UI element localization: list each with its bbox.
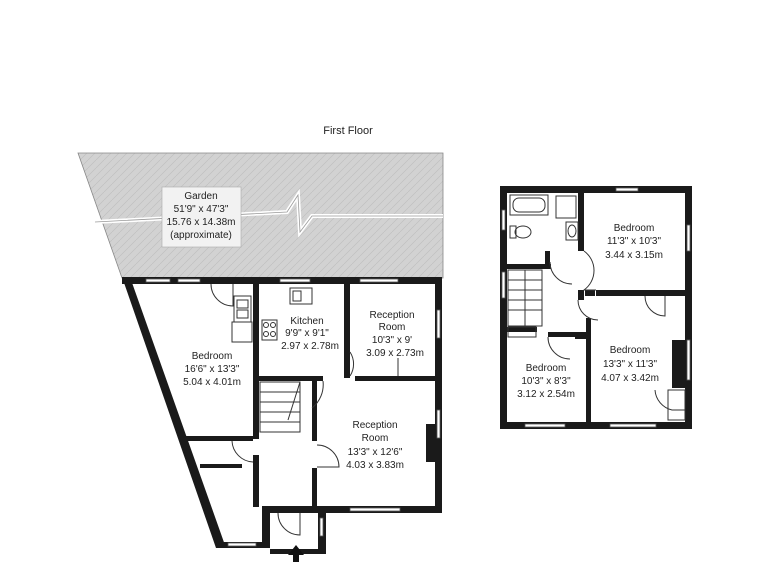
staircase-icon xyxy=(507,269,543,327)
entrance-arrow-icon xyxy=(288,545,304,562)
reception-main-name-2: Room xyxy=(362,433,389,444)
reception-main-dim-metric: 4.03 x 3.83m xyxy=(346,460,404,471)
ground-floor-plan xyxy=(122,277,442,562)
garden-name: Garden xyxy=(184,191,217,202)
hob-icon xyxy=(261,319,278,341)
ff-bedroom-left-name: Bedroom xyxy=(526,363,567,374)
basin-icon xyxy=(565,221,579,241)
garden-area xyxy=(77,152,444,279)
first-floor-plan xyxy=(500,186,692,429)
kitchen-name: Kitchen xyxy=(290,316,323,327)
kitchen-sink-top-icon xyxy=(289,287,313,305)
reception-main-dim-imperial: 13'3" x 12'6" xyxy=(348,447,403,458)
ff-bedroom-right-name: Bedroom xyxy=(610,345,651,356)
ff-bedroom-top-dim-imperial: 11'3" x 10'3" xyxy=(607,236,662,247)
sink-icon xyxy=(233,295,252,323)
staircase-icon xyxy=(259,381,301,433)
ff-bedroom-left-dim-metric: 3.12 x 2.54m xyxy=(517,389,575,400)
toilet-icon xyxy=(509,225,532,239)
ff-bedroom-right-dim-metric: 4.07 x 3.42m xyxy=(601,373,659,384)
ff-bedroom-left-dim-imperial: 10'3" x 8'3" xyxy=(521,376,571,387)
gf-bedroom-name: Bedroom xyxy=(192,351,233,362)
ff-bedroom-top-dim-metric: 3.44 x 3.15m xyxy=(605,250,663,261)
reception-top-dim-metric: 3.09 x 2.73m xyxy=(366,348,424,359)
bath-icon xyxy=(509,194,549,216)
ff-bedroom-top-name: Bedroom xyxy=(614,223,655,234)
garden-dim-imperial: 51'9" x 47'3" xyxy=(174,204,229,215)
gf-bedroom-dim-metric: 5.04 x 4.01m xyxy=(183,377,241,388)
reception-top-name-2: Room xyxy=(379,322,406,333)
reception-main-name-1: Reception xyxy=(352,420,397,431)
ff-bedroom-right-dim-imperial: 13'3" x 11'3" xyxy=(603,359,658,370)
floor-title: First Floor xyxy=(323,125,373,137)
garden-note: (approximate) xyxy=(170,230,232,241)
reception-top-dim-imperial: 10'3" x 9' xyxy=(372,335,412,346)
garden-dim-metric: 15.76 x 14.38m xyxy=(167,217,236,228)
kitchen-dim-imperial: 9'9" x 9'1" xyxy=(285,328,329,339)
reception-top-name-1: Reception xyxy=(369,310,414,321)
gf-bedroom-dim-imperial: 16'6" x 13'3" xyxy=(185,364,240,375)
kitchen-dim-metric: 2.97 x 2.78m xyxy=(281,341,339,352)
